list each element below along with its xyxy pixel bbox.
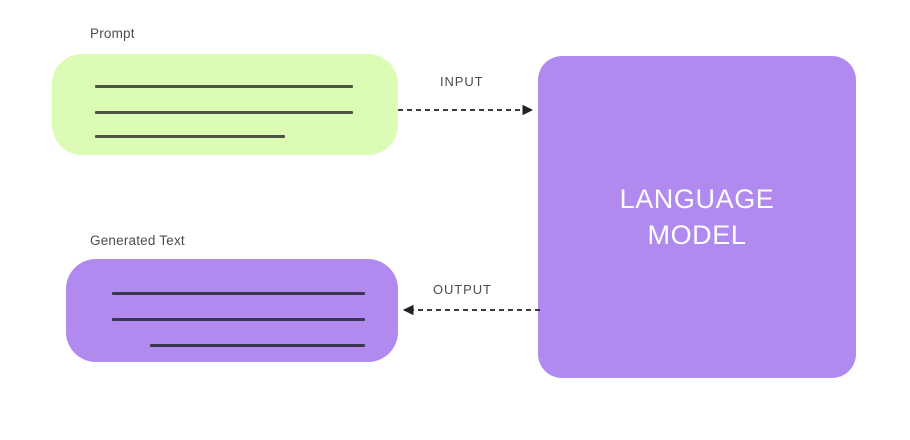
generated-text-line-3 [150,344,365,347]
prompt-text-line-2 [95,111,353,114]
input-connector-label: INPUT [440,74,484,89]
prompt-text-line-3 [95,135,285,138]
generated-text-line-1 [112,292,365,295]
generated-text-line-2 [112,318,365,321]
language-model-box: LANGUAGE MODEL [538,56,856,378]
output-connector-label: OUTPUT [433,282,492,297]
prompt-text-line-1 [95,85,353,88]
output-arrow-icon [402,304,540,316]
generated-text-card [66,259,398,362]
language-model-label: LANGUAGE MODEL [619,183,775,250]
prompt-card [52,54,398,155]
input-arrow-icon [398,104,534,116]
generated-text-caption: Generated Text [90,233,185,248]
prompt-caption: Prompt [90,26,135,41]
